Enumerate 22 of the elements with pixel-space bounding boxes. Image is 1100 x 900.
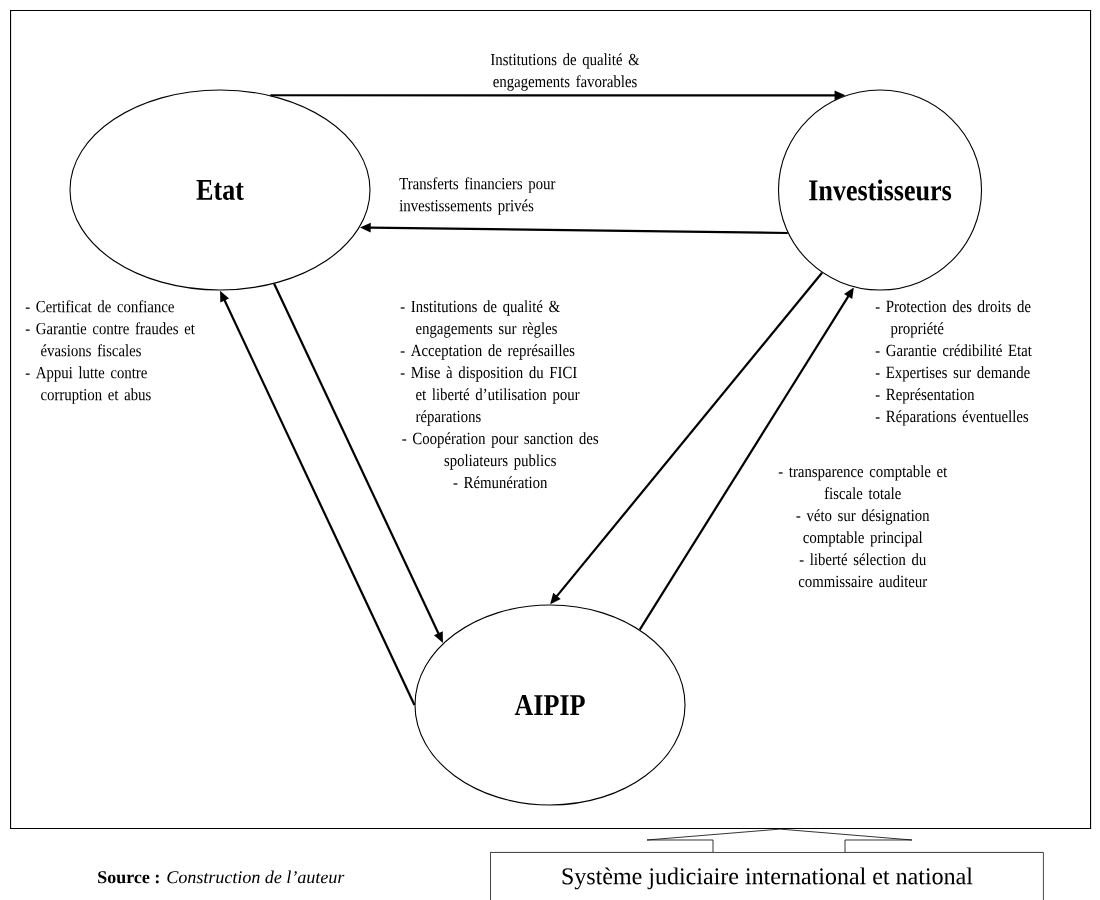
source-note: Source : Construction de l’auteur [98, 870, 345, 884]
annotation-text: - Garantie crédibilité Etat [875, 344, 1032, 357]
text-box: Système judiciaire international et national [490, 852, 1044, 900]
annotation-text: - Garantie contre fraudes et évasions fiscales [25, 322, 195, 357]
annotation-text: - Certificat de confiance [25, 300, 174, 313]
annotation-text: - Rémunération [453, 476, 548, 489]
annotation-text: - Acceptation de représailles [400, 344, 575, 360]
annotation-text: - Institutions de qualité & engagements sur règles [400, 300, 560, 338]
annotation-text: - Expertises sur demande [875, 366, 1030, 382]
annotation-text: - liberté sélection du commissaire auditeur [798, 553, 928, 588]
annotation-text: - transparence comptable et fiscale totale [778, 465, 948, 500]
frame-border [10, 10, 1092, 830]
annotation-text: - Coopération pour sanction des spoliateurs publics [402, 432, 599, 470]
block-arrow [646, 828, 913, 853]
annotation-text: - véto sur désignation comptable principal [796, 509, 930, 547]
annotation-text: - Appui lutte contre corruption et abus [25, 366, 151, 404]
edge-label: Institutions de qualité & engagements favorables [490, 53, 640, 91]
annotation-text: - Représentation [875, 388, 975, 404]
annotation-text: - Mise à disposition du FICI et liberté d’utilisation pour réparations [400, 366, 580, 426]
edge-label: Transferts financiers pour investissements privés [399, 177, 556, 215]
annotation-text: - Protection des droits de propriété [875, 300, 1031, 338]
annotation-text: - Réparations éventuelles [875, 410, 1029, 426]
